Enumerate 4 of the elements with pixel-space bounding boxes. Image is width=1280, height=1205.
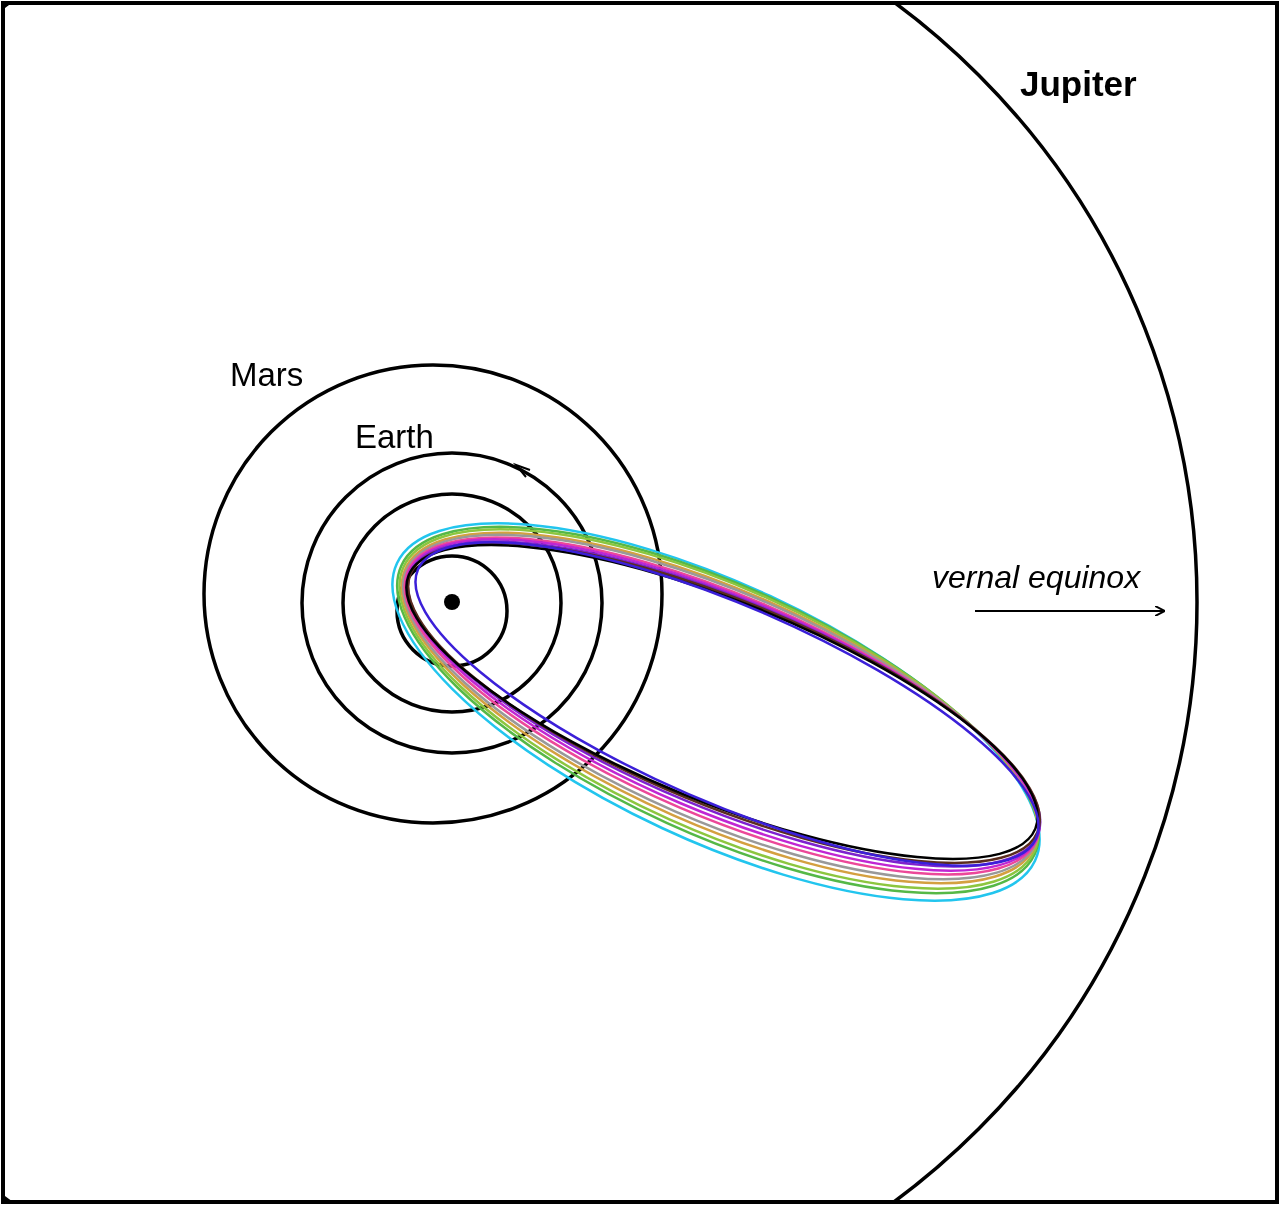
planet-label: Earth xyxy=(355,417,434,457)
planet-label: Jupiter xyxy=(1020,63,1137,105)
planet-label: Mars xyxy=(230,355,304,395)
direction-label: vernal equinox xyxy=(932,558,1141,597)
